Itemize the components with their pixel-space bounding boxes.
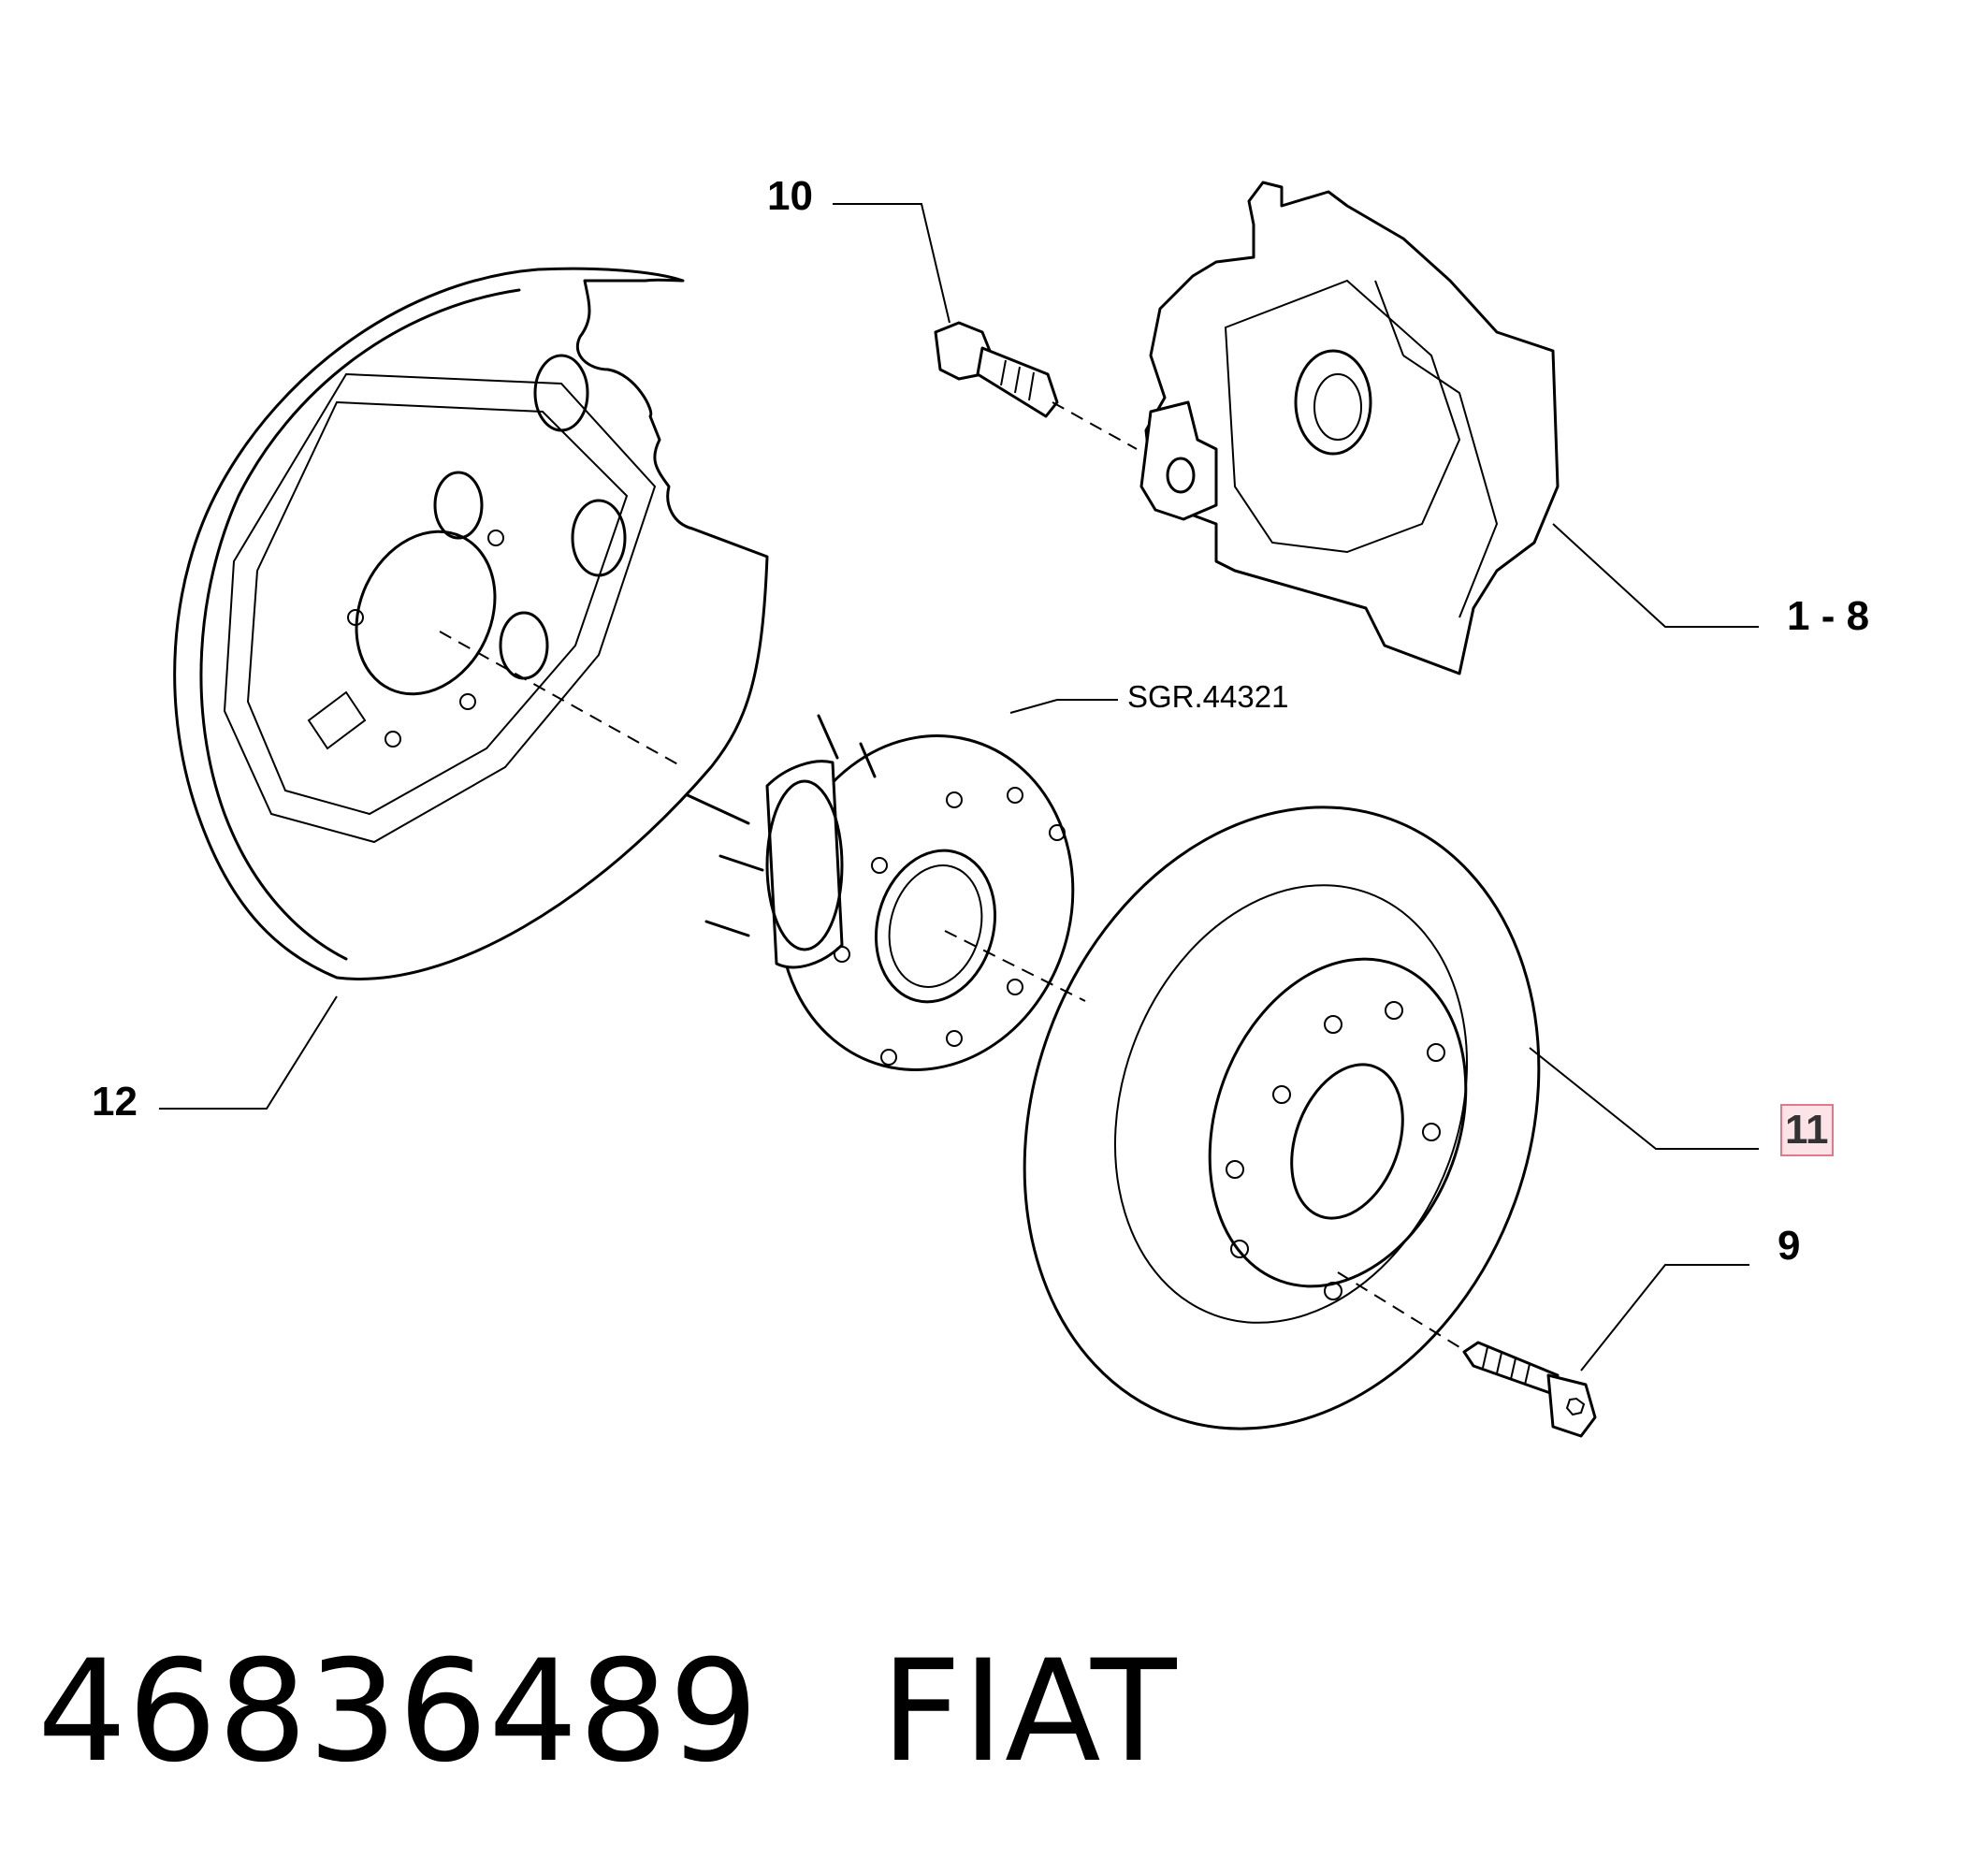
caliper-bolt bbox=[934, 321, 1059, 418]
callout-dust-shield: 12 bbox=[92, 1079, 138, 1125]
brake-caliper bbox=[1139, 181, 1560, 675]
brand-name: FIAT bbox=[880, 1631, 1178, 1793]
part-number: 46836489 bbox=[37, 1631, 760, 1793]
callout-brake-disc[interactable]: 11 bbox=[1780, 1104, 1834, 1156]
callout-caliper-bolt: 10 bbox=[767, 173, 813, 219]
dust-shield bbox=[173, 267, 769, 980]
hub-reference-label: SGR.44321 bbox=[1127, 679, 1289, 714]
wheel-hub bbox=[686, 714, 1075, 1071]
callout-disc-screw: 9 bbox=[1778, 1223, 1801, 1269]
disc-screw bbox=[1462, 1341, 1597, 1438]
callout-caliper: 1 - 8 bbox=[1787, 593, 1870, 639]
brake-disc bbox=[1023, 806, 1541, 1430]
